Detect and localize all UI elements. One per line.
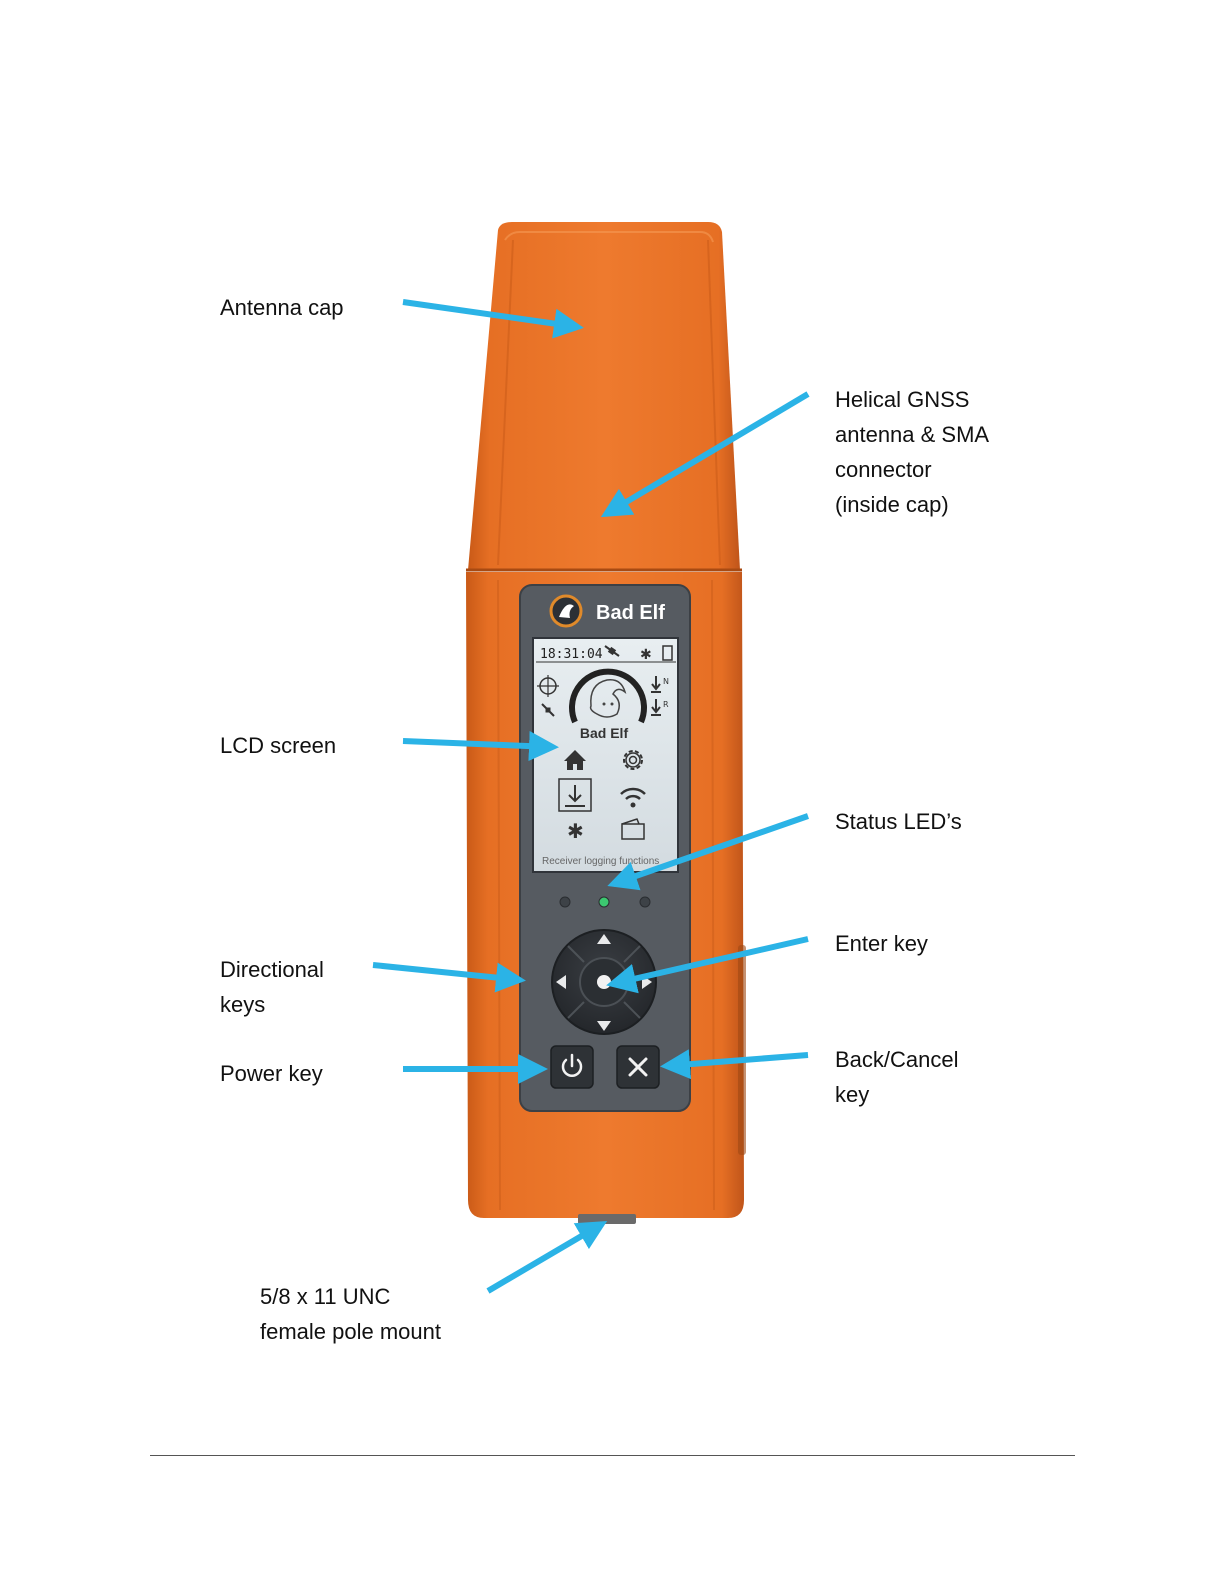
bluetooth-icon: ✱: [567, 819, 584, 843]
status-led-left: [560, 897, 570, 907]
label-antenna-cap: Antenna cap: [220, 290, 344, 325]
label-line: antenna & SMA: [835, 417, 989, 452]
screen-time: 18:31:04: [540, 647, 603, 662]
back-cancel-key[interactable]: [617, 1046, 659, 1088]
label-line: connector: [835, 452, 989, 487]
label-helical-antenna: Helical GNSS antenna & SMA connector (in…: [835, 382, 989, 522]
enter-dot-icon: [597, 975, 611, 989]
label-enter-key: Enter key: [835, 926, 928, 961]
label-line: (inside cap): [835, 487, 989, 522]
footer-rule: [150, 1455, 1075, 1456]
side-label-r: R: [663, 700, 669, 709]
lcd-screen: 18:31:04 ✱ N R: [533, 638, 678, 872]
label-status-leds: Status LED’s: [835, 804, 962, 839]
label-back-cancel-key: Back/Cancel key: [835, 1042, 959, 1112]
status-led-right: [640, 897, 650, 907]
brand-name: Bad Elf: [596, 602, 665, 624]
power-key[interactable]: [551, 1046, 593, 1088]
label-line: female pole mount: [260, 1314, 441, 1349]
label-lcd-screen: LCD screen: [220, 728, 336, 763]
screen-status-text: Receiver logging functions: [542, 856, 659, 867]
antenna-cap: [468, 222, 740, 570]
bluetooth-status-icon: ✱: [640, 647, 652, 663]
status-led-center: [599, 897, 609, 907]
label-line: Directional: [220, 952, 324, 987]
label-line: 5/8 x 11 UNC: [260, 1279, 441, 1314]
side-label-n: N: [663, 677, 669, 686]
label-line: key: [835, 1077, 959, 1112]
label-line: Helical GNSS: [835, 382, 989, 417]
label-pole-mount: 5/8 x 11 UNC female pole mount: [260, 1279, 441, 1349]
arrow-pole-mount: [488, 1224, 602, 1291]
label-directional-keys: Directional keys: [220, 952, 324, 1022]
label-line: keys: [220, 987, 324, 1022]
pole-mount: [578, 1214, 636, 1224]
label-line: Back/Cancel: [835, 1042, 959, 1077]
screen-logo-text: Bad Elf: [580, 725, 629, 741]
label-power-key: Power key: [220, 1056, 323, 1091]
